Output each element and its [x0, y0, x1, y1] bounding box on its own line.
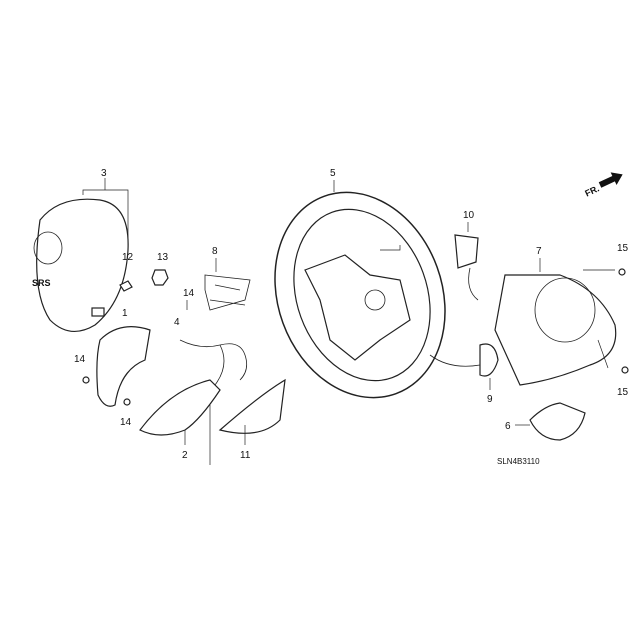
- callout-3: 3: [101, 168, 107, 179]
- front-indicator: FR.: [583, 183, 600, 198]
- steering-wheel: [274, 191, 446, 399]
- callout-6: 6: [505, 421, 511, 432]
- diagram-code: SLN4B3110: [497, 457, 540, 466]
- honda-logo-icon: [33, 231, 63, 265]
- callout-2: 2: [182, 450, 188, 461]
- callout-7: 7: [536, 246, 542, 257]
- callout-10: 10: [463, 210, 475, 221]
- callout-14-left: 14: [74, 354, 86, 365]
- callout-9: 9: [487, 394, 493, 405]
- callout-14-lower: 14: [120, 417, 132, 428]
- airbag-module: SRS: [32, 198, 129, 332]
- callout-15-upper: 15: [617, 243, 629, 254]
- callout-15-lower: 15: [617, 387, 629, 398]
- callout-12: 12: [122, 252, 134, 263]
- callout-13: 13: [157, 252, 169, 263]
- srs-mark: SRS: [32, 278, 51, 288]
- callout-11: 11: [240, 450, 251, 461]
- callout-1: 1: [122, 308, 128, 319]
- front-direction-arrow-icon: FR.: [583, 172, 623, 199]
- callout-14-upper: 14: [183, 288, 195, 299]
- callout-5: 5: [330, 168, 336, 179]
- callout-8: 8: [212, 246, 218, 257]
- callout-4: 4: [174, 317, 180, 328]
